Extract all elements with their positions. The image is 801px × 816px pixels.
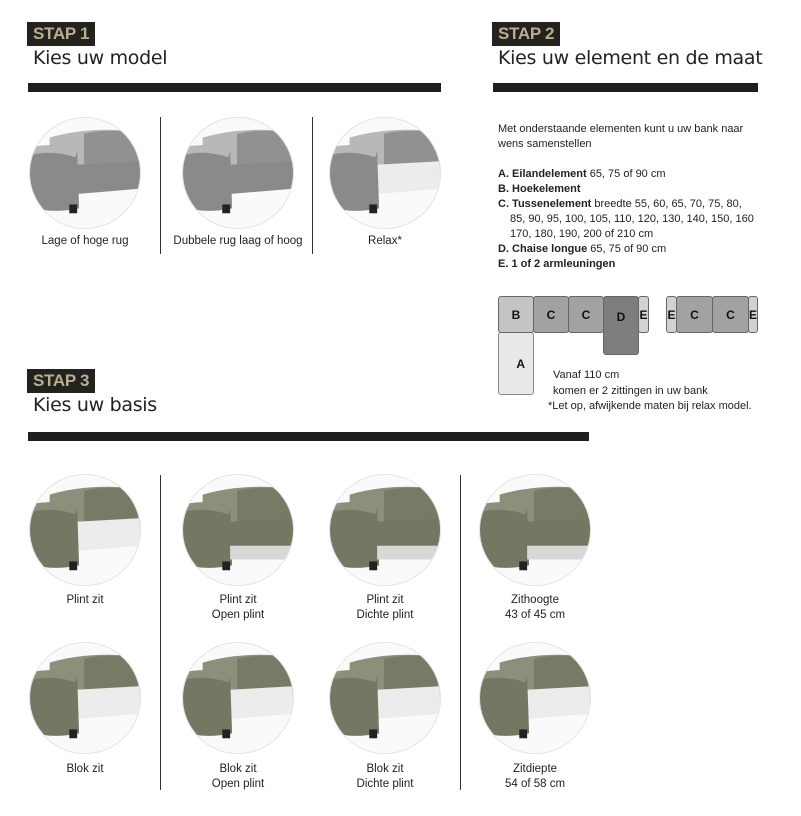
basis-option-image bbox=[29, 642, 141, 754]
segment-e: E bbox=[748, 296, 758, 333]
divider bbox=[460, 475, 461, 790]
model-option-image bbox=[182, 117, 294, 229]
basis-option-image bbox=[182, 474, 294, 586]
step2-badge: STAP 2 bbox=[492, 22, 561, 46]
step1-badge: STAP 1 bbox=[27, 22, 96, 46]
basis-option-image bbox=[329, 642, 441, 754]
step3-title: Kies uw basis bbox=[33, 394, 157, 416]
element-c-sizes: 170, 180, 190, 200 of 210 cm bbox=[510, 228, 654, 240]
step2-title: Kies uw element en de maat bbox=[498, 47, 763, 69]
segment-c: C bbox=[568, 296, 604, 333]
note-relax: *Let op, afwijkende maten bij relax mode… bbox=[548, 400, 752, 412]
model-option-image bbox=[29, 117, 141, 229]
step2-intro: Met onderstaande elementen kunt u uw ban… bbox=[498, 123, 744, 150]
step1-divider-bar bbox=[28, 83, 441, 92]
basis-option-image bbox=[182, 642, 294, 754]
model-option-caption: Relax* bbox=[368, 235, 402, 247]
element-c: C. Tussenelement breedte 55, 60, 65, 70,… bbox=[498, 198, 742, 210]
basis-option-image bbox=[29, 474, 141, 586]
basis-option-caption: Plint zit bbox=[66, 594, 104, 606]
element-d: D. Chaise longue 65, 75 of 90 cm bbox=[498, 243, 667, 255]
element-e: E. 1 of 2 armleuningen bbox=[498, 258, 616, 270]
segment-d: D bbox=[603, 296, 639, 355]
segment-c: C bbox=[712, 296, 749, 333]
note-vanaf: Vanaf 110 cm bbox=[553, 369, 620, 381]
element-b: B. Hoekelement bbox=[498, 183, 581, 195]
segment-a: A bbox=[498, 332, 534, 395]
segment-e: E bbox=[638, 296, 649, 333]
step3-badge: STAP 3 bbox=[27, 369, 96, 393]
step3-divider-bar bbox=[28, 432, 589, 441]
segment-c: C bbox=[676, 296, 713, 333]
divider bbox=[312, 117, 313, 254]
segment-c: C bbox=[533, 296, 569, 333]
element-c-sizes: 85, 90, 95, 100, 105, 110, 120, 130, 140… bbox=[510, 213, 754, 225]
step2-divider-bar bbox=[493, 83, 758, 92]
element-list: A. Eilandelement 65, 75 of 90 cm B. Hoek… bbox=[498, 167, 768, 272]
segment-b: B bbox=[498, 296, 534, 333]
basis-option-image bbox=[329, 474, 441, 586]
note-zittingen: komen er 2 zittingen in uw bank bbox=[553, 385, 708, 397]
basis-option-image bbox=[479, 474, 591, 586]
element-a: A. Eilandelement 65, 75 of 90 cm bbox=[498, 168, 666, 180]
basis-option-image bbox=[479, 642, 591, 754]
basis-option-caption: Blok zit bbox=[66, 763, 104, 775]
divider bbox=[160, 117, 161, 254]
model-option-caption: Lage of hoge rug bbox=[41, 235, 129, 247]
step1-title: Kies uw model bbox=[33, 47, 168, 69]
divider bbox=[160, 475, 161, 790]
model-option-image bbox=[329, 117, 441, 229]
model-option-caption: Dubbele rug laag of hoog bbox=[173, 235, 303, 247]
